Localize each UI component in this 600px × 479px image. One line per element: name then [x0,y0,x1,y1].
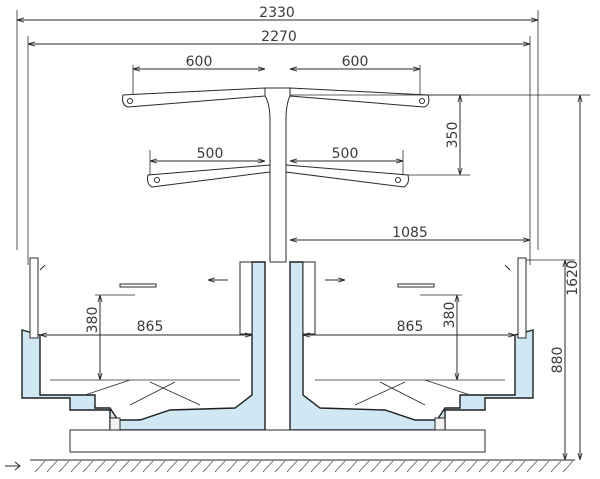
dimension-total-height: 1620 [290,94,590,460]
lower-shelf-right: 500 [285,146,409,188]
dimension-half-width: 1085 [290,225,530,241]
dimension-shelf-spacing: 350 [408,94,470,176]
dimension-label-880: 880 [550,347,566,374]
dimension-label-500-left: 500 [197,146,224,162]
plinth [69,429,486,453]
upper-shelf-left: 600 [122,54,266,108]
dimension-label-1620: 1620 [565,260,581,296]
dimension-label-380-right: 380 [442,302,458,329]
left-well-dimensions: 380 865 [40,294,252,380]
dimension-label-380-left: 380 [85,307,101,334]
dimension-overall-inner: 2270 [27,29,531,265]
dimension-label-2270: 2270 [261,29,297,45]
upper-shelf-right: 600 [289,54,430,108]
dimension-label-2330: 2330 [259,5,295,21]
lower-shelf-left: 500 [147,146,271,188]
dimension-label-1085: 1085 [392,225,428,241]
dimension-label-600-left: 600 [186,54,213,70]
dimension-base-height: 880 [520,259,575,460]
dimension-overall-outer: 2330 [16,5,539,250]
central-post [264,87,291,263]
dimension-label-600-right: 600 [342,54,369,70]
dimension-label-865-left: 865 [137,319,164,335]
right-well-dimensions: 380 865 [303,294,515,380]
left-well-body [21,257,266,431]
dimension-label-865-right: 865 [397,319,424,335]
dimension-label-350: 350 [445,122,461,149]
floor-hatching [5,459,575,473]
right-well-body [289,257,534,431]
dimension-label-500-right: 500 [332,146,359,162]
